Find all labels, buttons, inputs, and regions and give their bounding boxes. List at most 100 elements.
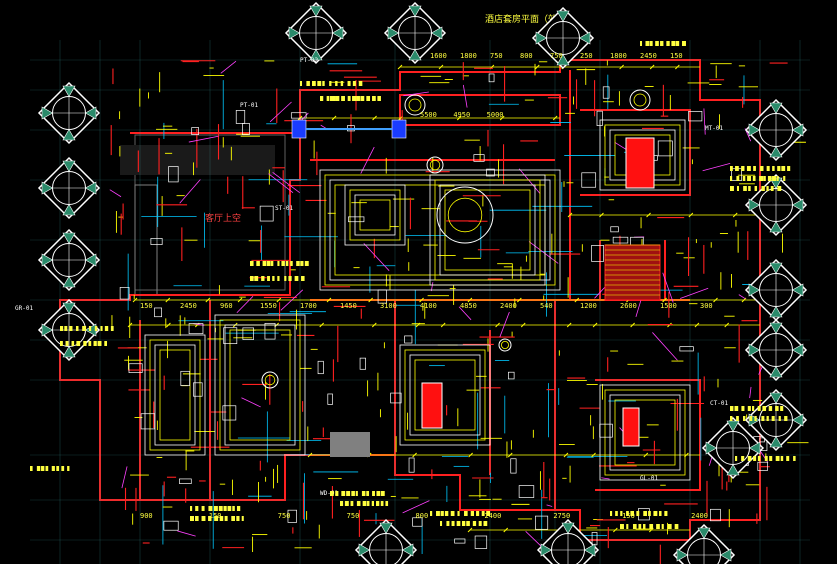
annotation-glyph <box>65 341 69 346</box>
magenta-line <box>601 477 610 480</box>
room-label: 客厅上空 <box>205 212 241 224</box>
annotation-glyph <box>643 524 646 529</box>
magenta-line <box>525 531 544 549</box>
marker-arrow <box>791 413 804 427</box>
marker-arrow <box>408 5 422 18</box>
annotation-glyph <box>730 406 734 411</box>
annotation-glyph <box>223 506 227 511</box>
annotation-glyph <box>638 524 642 529</box>
annotation-glyph <box>277 276 280 281</box>
annotation-glyph <box>761 416 765 421</box>
annotation-glyph <box>304 261 309 266</box>
dimension-value: 5000 <box>487 111 504 119</box>
elevation-marker <box>531 6 595 70</box>
magenta-line <box>360 146 375 174</box>
marker-arrow <box>748 198 761 212</box>
fixture-block <box>191 127 199 135</box>
annotation-glyph <box>632 524 637 529</box>
annotation-glyph <box>190 506 193 511</box>
fixture-block <box>128 363 143 373</box>
annotation-glyph <box>446 521 450 526</box>
annotation-glyph <box>284 276 287 281</box>
fixture-block <box>259 205 274 222</box>
ceiling-light <box>261 371 279 389</box>
annotation-glyph <box>271 261 274 266</box>
dimension-value: 2450 <box>180 302 197 310</box>
annotation-glyph <box>236 516 240 521</box>
fixture-block <box>168 166 179 183</box>
annotation-glyph <box>83 341 87 346</box>
fixture-block <box>180 370 190 386</box>
dimension-value: 300 <box>700 302 713 310</box>
annotation-glyph <box>110 326 114 331</box>
marker-arrow <box>769 365 783 378</box>
ceiling-light <box>498 338 512 352</box>
annotation-glyph <box>300 261 304 266</box>
ceiling-light <box>436 186 494 244</box>
marker-arrow <box>676 548 689 562</box>
marker-arrow <box>769 102 783 115</box>
fixture-block <box>408 457 415 473</box>
annotation-glyph <box>766 166 770 171</box>
dimension-value: 1600 <box>430 52 447 60</box>
annotation-glyph <box>734 406 739 411</box>
material-tag: GL-01 <box>640 475 658 482</box>
marker-arrow <box>748 441 761 455</box>
magenta-line <box>177 530 196 537</box>
annotation-glyph <box>440 511 444 516</box>
dimension-tick <box>662 297 667 303</box>
annotation-glyph <box>350 501 354 506</box>
marker-arrow <box>62 345 76 358</box>
fixture-block <box>193 382 203 397</box>
window-marker <box>391 119 407 139</box>
annotation-glyph <box>331 96 336 101</box>
annotation-glyph <box>450 511 455 516</box>
annotation-glyph <box>757 456 761 461</box>
fixture-block <box>535 515 549 530</box>
annotation-glyph <box>656 524 660 529</box>
annotation-glyph <box>749 416 753 421</box>
dimension-tick <box>592 322 598 328</box>
elevation-marker <box>744 258 808 322</box>
annotation-glyph <box>610 511 613 516</box>
marker-arrow <box>748 283 761 297</box>
magenta-line <box>749 386 752 399</box>
dimension-tick <box>566 322 572 328</box>
annotation-glyph <box>71 341 75 346</box>
dimension-tick <box>694 322 700 328</box>
annotation-glyph <box>461 521 466 526</box>
annotation-glyph <box>780 406 784 411</box>
marker-arrow <box>748 123 761 137</box>
annotation-glyph <box>320 96 324 101</box>
dimension-tick <box>517 297 522 303</box>
annotation-glyph <box>757 406 761 411</box>
dimension-tick <box>503 527 509 533</box>
marker-arrow <box>769 305 783 318</box>
ceiling-outline <box>599 119 686 191</box>
ceiling-outline <box>439 184 536 276</box>
elevation-marker <box>744 388 808 452</box>
annotation-glyph <box>362 501 367 506</box>
annotation-glyph <box>747 406 751 411</box>
annotation-glyph <box>736 416 739 421</box>
annotation-glyph <box>753 456 757 461</box>
ceiling-outline <box>429 174 546 286</box>
elevation-marker <box>354 518 418 564</box>
annotation-glyph <box>735 456 738 461</box>
annotation-glyph <box>661 524 664 529</box>
annotation-glyph <box>267 276 270 281</box>
annotation-glyph <box>250 276 254 281</box>
dimension-tick <box>563 452 569 458</box>
annotation-glyph <box>630 511 635 516</box>
annotation-glyph <box>355 491 358 496</box>
annotation-glyph <box>660 41 664 46</box>
magenta-line <box>652 332 678 361</box>
annotation-glyph <box>256 261 260 266</box>
annotation-glyph <box>456 521 461 526</box>
fixture-block <box>610 226 619 233</box>
magenta-line <box>403 91 429 97</box>
dimension-tick <box>724 322 730 328</box>
annotation-glyph <box>483 521 488 526</box>
